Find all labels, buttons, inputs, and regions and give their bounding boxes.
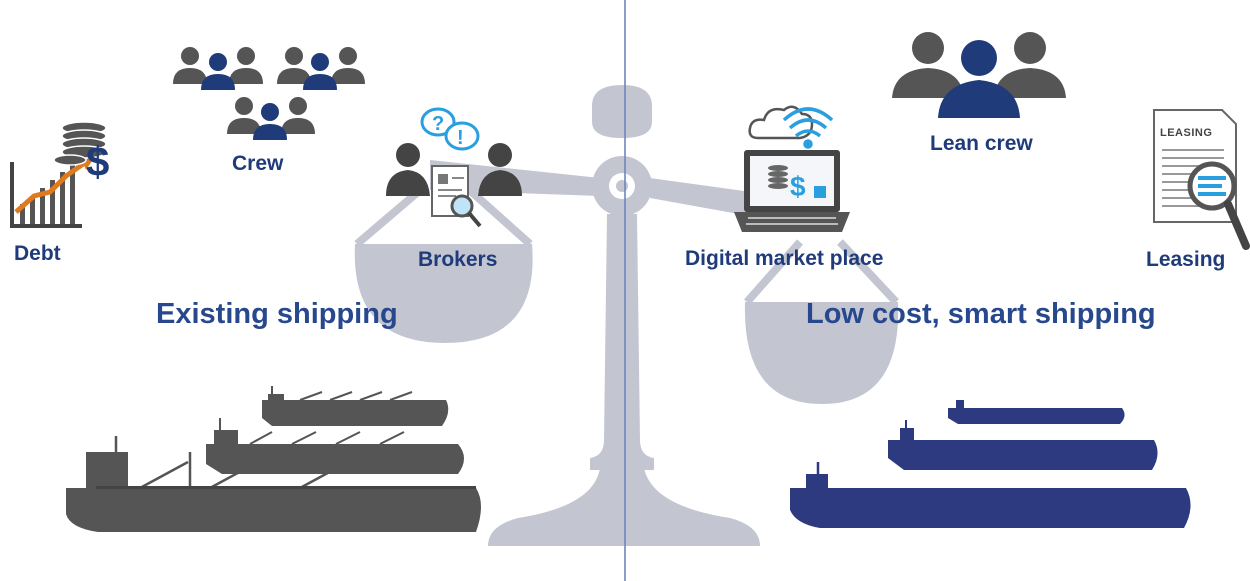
crew-label: Crew bbox=[232, 152, 284, 175]
speech-bubble-icon bbox=[420, 107, 480, 151]
smart-ship-small bbox=[948, 400, 1125, 424]
low-cost-smart-shipping-heading: Low cost, smart shipping bbox=[806, 298, 1156, 330]
svg-text:?: ? bbox=[432, 113, 444, 135]
leasing-document-title: LEASING bbox=[1160, 127, 1213, 139]
cloud-icon bbox=[748, 105, 814, 140]
existing-ships bbox=[66, 386, 481, 532]
smart-ship-large bbox=[790, 462, 1191, 528]
smart-ships bbox=[790, 400, 1191, 528]
coin-stack-icon bbox=[53, 121, 107, 166]
ship-medium bbox=[206, 418, 464, 474]
right-scale-pan bbox=[744, 302, 899, 404]
ship-small bbox=[262, 386, 449, 426]
debt-chart-icon: $ bbox=[10, 121, 109, 228]
lean-crew-people-icon bbox=[892, 32, 1066, 118]
debt-label: Debt bbox=[14, 242, 61, 265]
wifi-icon bbox=[782, 107, 834, 149]
existing-shipping-heading: Existing shipping bbox=[156, 298, 398, 330]
scale-finial bbox=[592, 85, 652, 138]
leasing-label: Leasing bbox=[1146, 248, 1226, 271]
svg-text:!: ! bbox=[457, 127, 464, 149]
svg-text:$: $ bbox=[790, 171, 806, 202]
leasing-document-icon bbox=[1153, 109, 1250, 250]
smart-ship-medium bbox=[888, 420, 1158, 470]
magnifier-icon bbox=[1187, 161, 1250, 250]
laptop-icon: $ bbox=[734, 105, 850, 232]
digital-market-place-label: Digital market place bbox=[685, 247, 884, 270]
brokers-label: Brokers bbox=[418, 248, 498, 271]
document-magnifier-icon bbox=[431, 165, 482, 228]
lean-crew-label: Lean crew bbox=[930, 132, 1033, 155]
crew-people-icon bbox=[173, 47, 365, 140]
brokers-icon: ? ! bbox=[386, 107, 522, 228]
left-scale-pan bbox=[354, 244, 533, 343]
balance-scale bbox=[354, 85, 899, 546]
scale-pillar bbox=[590, 214, 654, 470]
scale-base bbox=[488, 468, 760, 546]
ship-large bbox=[66, 436, 481, 532]
dollar-icon: $ bbox=[86, 138, 109, 185]
